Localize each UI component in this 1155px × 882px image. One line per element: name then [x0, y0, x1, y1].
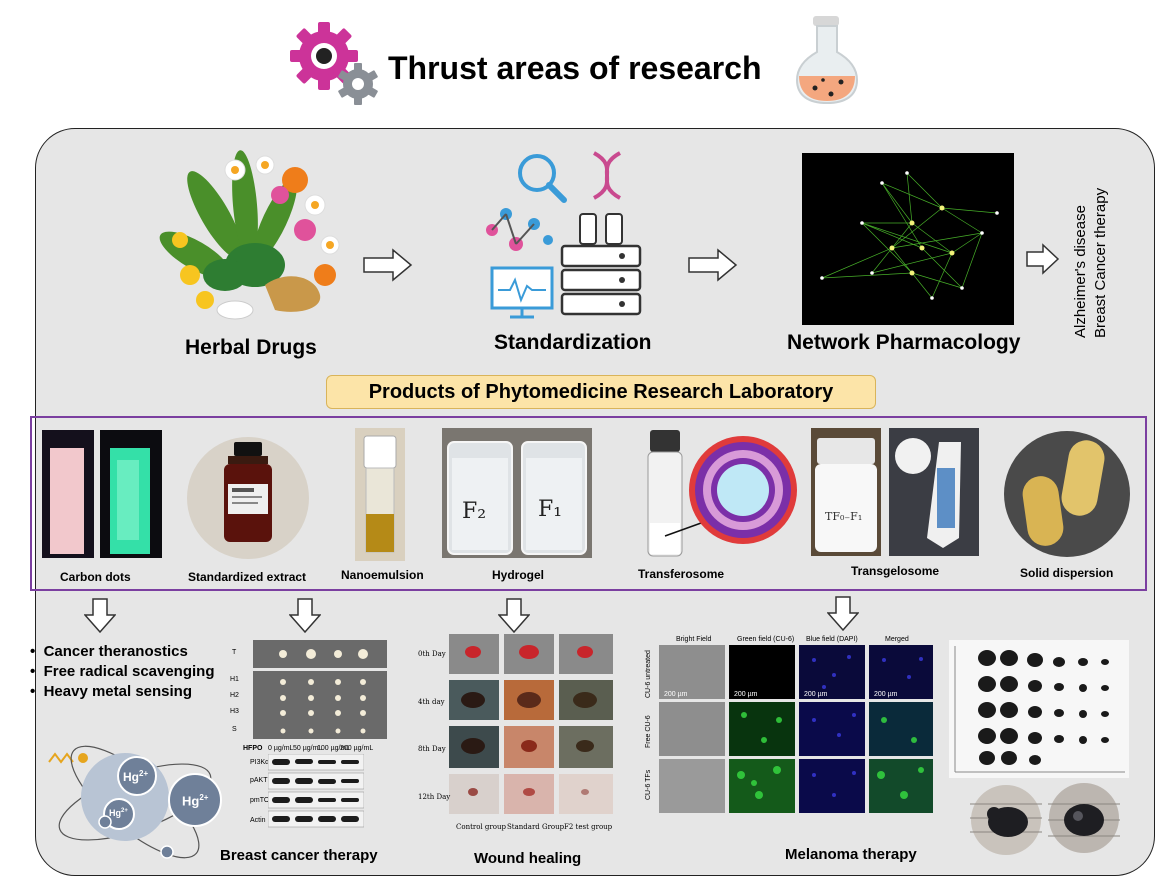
dose-label: 50 µg/mL: [293, 745, 323, 752]
carbon-dots-image: [42, 430, 162, 558]
melanoma-therapy-label: Melanoma therapy: [785, 846, 917, 863]
list-item: • Cancer theranostics: [30, 643, 188, 660]
breast-cancer-label: Breast cancer therapy: [220, 847, 378, 864]
product-label-transgelosome: Transgelosome: [851, 564, 940, 578]
excised-tumors-image: [949, 640, 1129, 778]
group-label: F2 test group: [564, 823, 613, 831]
gear-icon: [290, 22, 378, 105]
tumor-images: [253, 640, 387, 739]
arrow-down-icon: [84, 598, 116, 634]
herbal-drugs-label: Herbal Drugs: [185, 336, 317, 359]
heavy-metal-sensing-diagram: [48, 745, 222, 859]
products-box: [30, 416, 1147, 591]
outcome-alzheimers: Alzheimer's disease: [1072, 205, 1089, 338]
flask-icon: [795, 16, 859, 105]
standardization-illustration: [486, 151, 642, 319]
wound-healing-images: [449, 634, 613, 814]
scale-bar-label: 200 µm: [804, 691, 828, 698]
standardization-label: Standardization: [494, 331, 652, 354]
protein-label: pAKT 473: [250, 777, 282, 784]
column-label: Merged: [885, 636, 909, 643]
row-label: CU-6 TFs: [645, 769, 652, 800]
column-label: Bright Field: [676, 636, 712, 643]
arrow-down-icon: [498, 598, 530, 634]
dose-label: 100 µg/mL: [317, 745, 351, 752]
transferosome-image: [647, 430, 797, 557]
herbal-drugs-illustration: [159, 150, 340, 320]
day-label: 4th day: [418, 698, 445, 706]
standardized-extract-image: [187, 437, 309, 559]
product-label-hydrogel: Hydrogel: [492, 568, 545, 582]
hg-ion-xlarge: Hg2+: [182, 793, 209, 809]
day-label: 0th Day: [418, 650, 446, 658]
scale-bar-label: 200 µm: [874, 691, 898, 698]
svg-text:TF₀₋F₁: TF₀₋F₁: [825, 510, 862, 523]
protein-label: Actin: [250, 817, 266, 824]
arrow-right-icon: [688, 248, 738, 282]
product-label-solid-dispersion: Solid dispersion: [1020, 566, 1114, 580]
outcome-breast-cancer: Breast Cancer therapy: [1092, 187, 1109, 338]
column-label: Blue field (DAPI): [806, 636, 858, 643]
column-label: Green field (CU-6): [737, 636, 795, 643]
hg-ion-small: Hg2+: [109, 808, 128, 818]
page-title: Thrust areas of research: [388, 50, 762, 86]
row-label: CU-6 untreated: [645, 650, 652, 698]
row-label: S: [232, 726, 237, 733]
transgelosome-image: TF₀₋F₁: [811, 428, 979, 556]
protein-label: PI3Kα: [250, 759, 270, 766]
carbon-dots-applications: • Cancer theranostics • Free radical sca…: [30, 642, 215, 702]
arrow-down-icon: [827, 596, 859, 632]
row-label: H3: [230, 708, 239, 715]
product-label-carbon-dots: Carbon dots: [60, 570, 131, 584]
row-label: Free CU-6: [645, 715, 652, 748]
group-label: Control group: [456, 823, 506, 831]
hydrogel-image: F₂ F₁: [442, 428, 592, 558]
list-item: • Heavy metal sensing: [30, 683, 192, 700]
product-label-standardized-extract: Standardized extract: [188, 570, 307, 584]
svg-text:F₂: F₂: [462, 499, 486, 524]
row-label: H1: [230, 676, 239, 683]
nanoemulsion-image: [355, 428, 405, 561]
arrow-down-icon: [289, 598, 321, 634]
group-label: Standard Group: [507, 823, 565, 831]
fluorescence-microscopy-grid: [659, 645, 933, 813]
list-item: • Free radical scavenging: [30, 663, 215, 680]
product-label-nanoemulsion: Nanoemulsion: [341, 568, 424, 582]
treatment-label: HFPO: [243, 745, 263, 752]
svg-text:F₁: F₁: [538, 497, 562, 522]
row-label: T: [232, 649, 237, 656]
mouse-photo: [1048, 783, 1120, 853]
network-graph: [802, 153, 1014, 325]
row-label: H2: [230, 692, 239, 699]
products-banner: Products of Phytomedicine Research Labor…: [326, 375, 876, 409]
day-label: 12th Day: [418, 793, 451, 801]
dose-label: 0 µg/mL: [268, 745, 294, 752]
mouse-photo: [970, 785, 1042, 855]
protein-label: pmTOR: [250, 797, 275, 804]
network-pharmacology-label: Network Pharmacology: [787, 331, 1021, 354]
western-blot-image: [268, 754, 364, 828]
arrow-right-icon: [363, 248, 413, 282]
dose-label: 200 µg/mL: [340, 745, 374, 752]
arrow-right-icon: [1026, 243, 1060, 275]
scale-bar-label: 200 µm: [664, 691, 688, 698]
wound-healing-label: Wound healing: [474, 850, 582, 867]
solid-dispersion-image: [1004, 431, 1130, 557]
hg-ion-large: Hg2+: [123, 769, 149, 784]
scale-bar-label: 200 µm: [734, 691, 758, 698]
product-label-transferosome: Transferosome: [638, 567, 725, 581]
day-label: 8th Day: [418, 745, 446, 753]
